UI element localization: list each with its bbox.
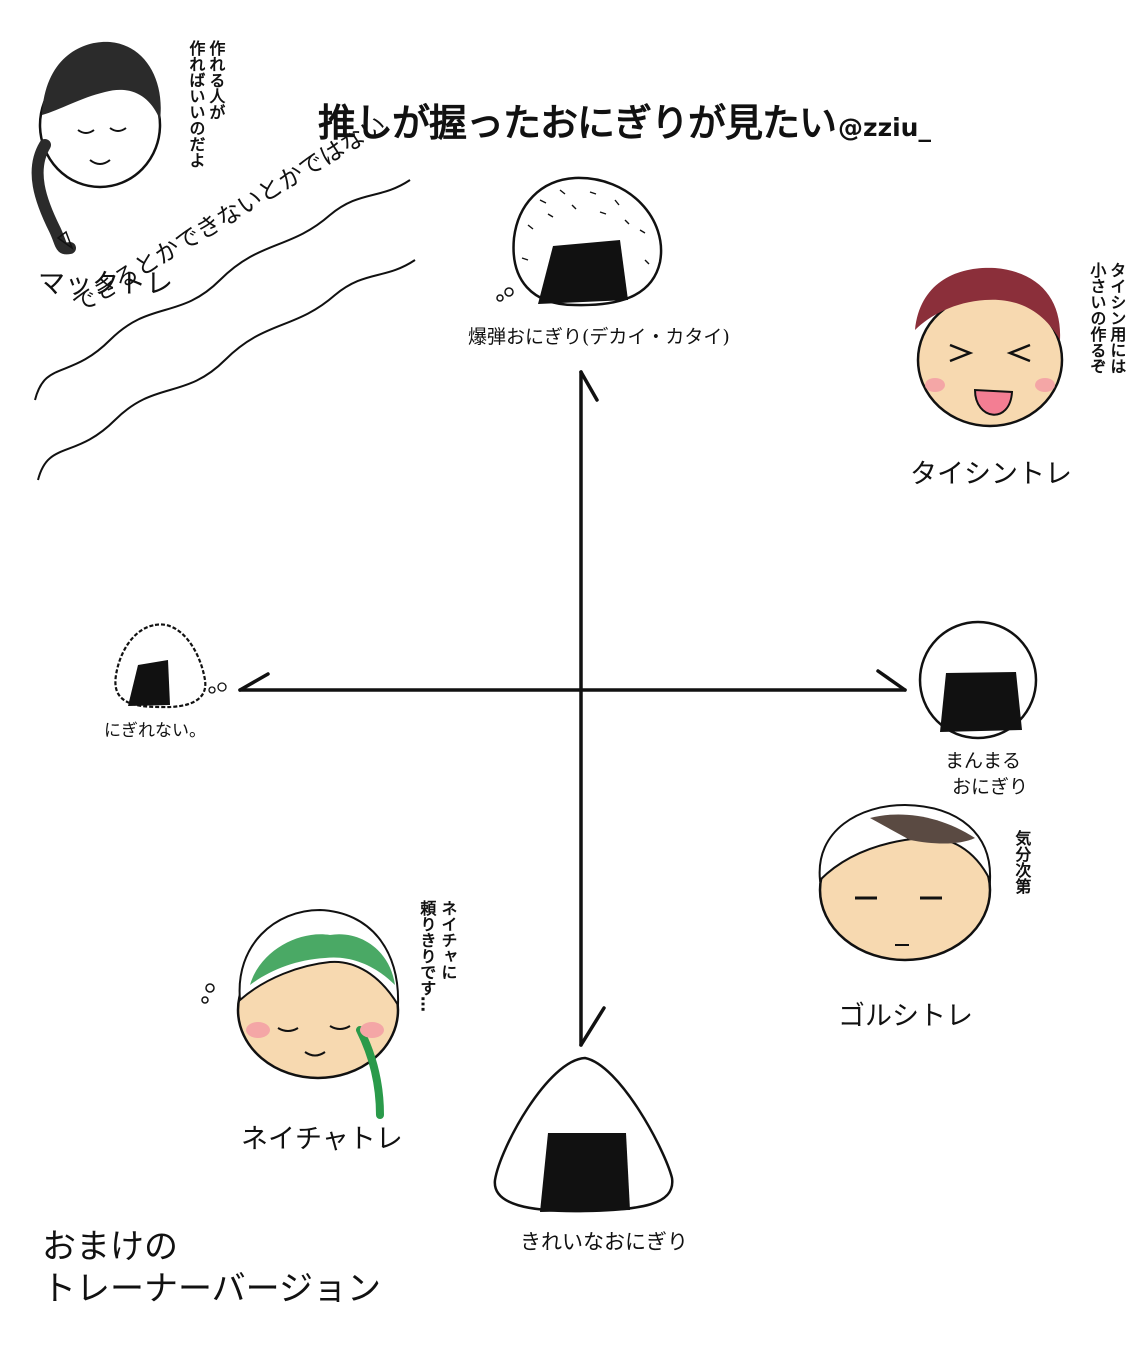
footer-line1: おまけの — [42, 1227, 178, 1267]
avatar-mac-trainer — [31, 41, 162, 255]
axis-label-bottom: きれいなおにぎり — [520, 1230, 688, 1254]
onigiri-bomb-icon — [496, 176, 663, 307]
quote-taishin-col1: タイシン用には — [1107, 262, 1127, 374]
arrow-left — [238, 672, 270, 692]
axes — [238, 370, 907, 1047]
quote-taishin-col2: 小さいの作るぞ — [1087, 262, 1107, 374]
arrow-right — [876, 669, 907, 692]
arrow-up — [579, 370, 599, 402]
quote-goldship: 気分次第 — [1012, 830, 1032, 894]
onigiri-neat-icon — [493, 1056, 674, 1213]
avatar-nature-trainer — [201, 908, 400, 1119]
footer-note: おまけの トレーナーバージョン — [42, 1226, 462, 1310]
quote-mac-col1: 作れる人が — [206, 40, 226, 120]
title-text: 推しが握ったおにぎりが見たい — [318, 101, 837, 145]
character-name-goldship: ゴルシトレ — [838, 1001, 973, 1032]
character-name-taishin: タイシントレ — [910, 459, 1072, 490]
quote-nature-col2: 頼りきりです… — [417, 900, 437, 1012]
character-name-mac: マックトレ — [38, 269, 173, 300]
onigiri-crumbly-icon — [114, 623, 227, 709]
character-name-nature: ネイチャトレ — [241, 1124, 403, 1155]
avatar-goldship-trainer — [818, 803, 992, 962]
wavy-banner — [34, 179, 416, 481]
quote-mac-col2: 作ればいいのだよ — [186, 40, 206, 168]
axis-label-left: にぎれない。 — [104, 721, 206, 741]
page-title: 推しが握ったおにぎりが見たい@zziu_ — [318, 92, 931, 147]
quote-nature-col1: ネイチャに — [438, 900, 458, 980]
axis-label-right-line1: まんまる — [945, 750, 1022, 772]
avatar-taishin-trainer — [915, 267, 1064, 428]
axis-label-right-line2: おにぎり — [952, 776, 1029, 798]
author-handle: @zziu_ — [838, 113, 931, 142]
axis-label-top: 爆弾おにぎり(デカイ・カタイ) — [468, 326, 730, 348]
footer-line2: トレーナーバージョン — [42, 1269, 381, 1309]
arrow-down — [579, 1006, 606, 1047]
onigiri-round-icon — [918, 620, 1038, 740]
